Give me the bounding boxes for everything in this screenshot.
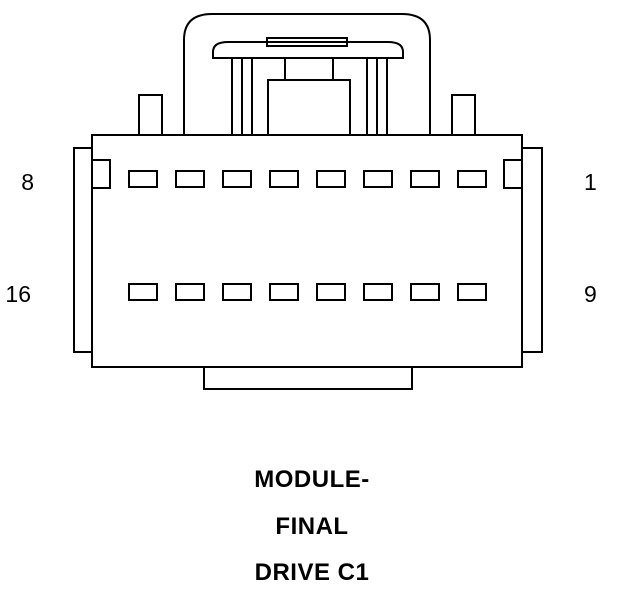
pin-cavity-2: [410, 170, 440, 188]
pin-label-8: 8: [21, 169, 34, 195]
pin-cavity-11: [363, 283, 393, 301]
right-rail: [503, 148, 523, 189]
housing-outline: [73, 134, 543, 368]
bottom-tab: [203, 366, 413, 390]
caption-line-1: MODULE-: [254, 466, 370, 493]
pin-cavity-1: [457, 170, 487, 188]
latch-inner-arch: [212, 41, 404, 59]
pin-cavity-5: [269, 170, 299, 188]
locking-latch: [183, 13, 431, 135]
caption-line-2: FINAL: [275, 513, 349, 540]
left-rail: [91, 148, 111, 189]
latch-center-block: [267, 79, 351, 136]
right-post: [451, 94, 476, 135]
pin-cavity-9: [457, 283, 487, 301]
connector-body: [73, 13, 543, 390]
pin-cavity-15: [175, 283, 205, 301]
pin-cavity-7: [175, 170, 205, 188]
pin-cavity-6: [222, 170, 252, 188]
pin-cavity-10: [410, 283, 440, 301]
left-post: [138, 94, 163, 135]
pin-cavity-12: [316, 283, 346, 301]
caption-line-3: DRIVE C1: [254, 559, 370, 586]
cavity-row-bottom: [128, 283, 487, 301]
pin-cavity-13: [269, 283, 299, 301]
pin-cavity-14: [222, 283, 252, 301]
pin-label-9: 9: [584, 281, 597, 307]
pin-cavity-4: [316, 170, 346, 188]
pin-label-1: 1: [584, 169, 597, 195]
latch-center-window: [284, 57, 334, 81]
latch-tab: [266, 37, 348, 47]
pin-cavity-3: [363, 170, 393, 188]
pin-cavity-8: [128, 170, 158, 188]
pin-label-16: 16: [5, 281, 31, 307]
cavity-row-top: [128, 170, 487, 188]
pin-cavity-16: [128, 283, 158, 301]
